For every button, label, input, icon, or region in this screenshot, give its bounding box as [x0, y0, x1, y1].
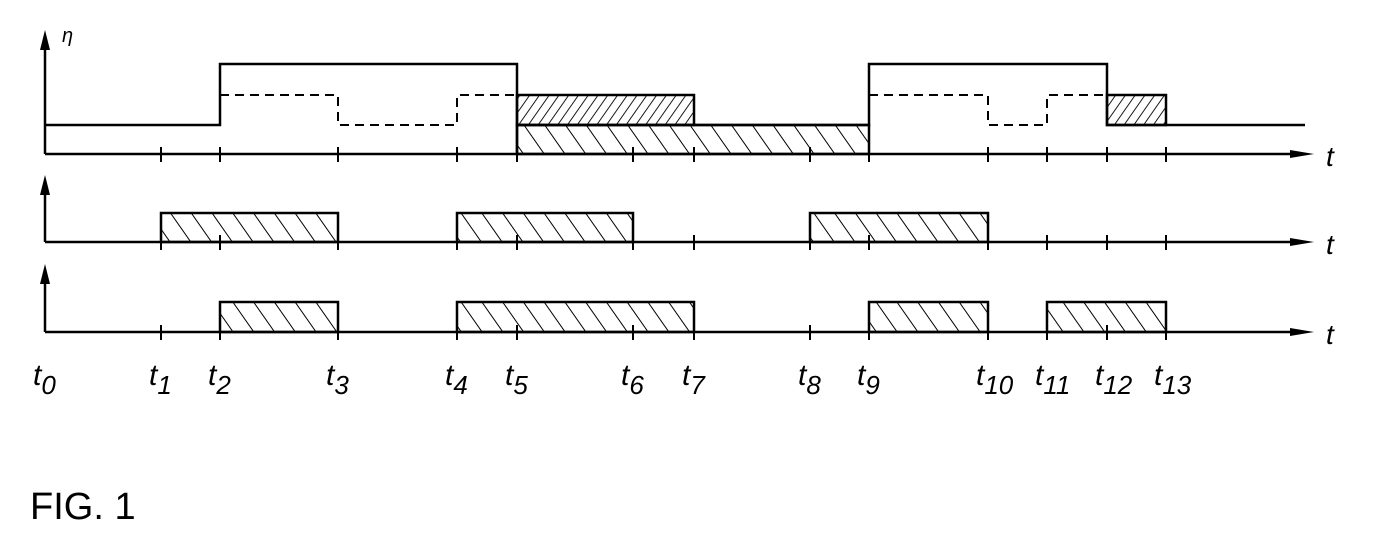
- time-label: t13: [1154, 359, 1192, 400]
- signal-pulse: [455, 211, 635, 244]
- figure-caption: FIG. 1: [30, 486, 136, 528]
- time-label: t1: [149, 359, 172, 400]
- x-axis-label-t: t: [1326, 319, 1335, 350]
- x-axis-label-t: t: [1326, 141, 1335, 172]
- time-label: t5: [505, 359, 528, 400]
- signal-pulse: [455, 300, 696, 334]
- time-label: t0: [33, 359, 56, 400]
- efficiency-dashed-line: [220, 94, 517, 126]
- hatched-region: [1105, 93, 1168, 127]
- y-axis-arrow-icon: [40, 30, 50, 50]
- signal-pulse: [159, 211, 340, 244]
- time-label: t10: [976, 359, 1014, 400]
- signal-pulse: [218, 300, 340, 334]
- efficiency-dashed-line: [869, 94, 1107, 126]
- y-axis-arrow-icon: [40, 175, 50, 195]
- time-label: t7: [682, 359, 706, 400]
- time-label: t2: [208, 359, 231, 400]
- x-axis-label-t: t: [1326, 229, 1335, 260]
- hatched-region: [515, 93, 696, 127]
- signal-pulse: [867, 300, 990, 334]
- time-label: t3: [326, 359, 349, 400]
- time-label: t11: [1035, 359, 1070, 400]
- y-axis-label-eta: η: [62, 25, 73, 47]
- time-label: t6: [621, 359, 644, 400]
- time-label: t8: [798, 359, 821, 400]
- time-label: t12: [1095, 359, 1133, 400]
- y-axis-arrow-icon: [40, 264, 50, 284]
- signal-pulse: [808, 211, 990, 244]
- efficiency-solid-line: [45, 62, 1305, 153]
- time-label: t9: [857, 359, 880, 400]
- time-label: t4: [445, 359, 468, 400]
